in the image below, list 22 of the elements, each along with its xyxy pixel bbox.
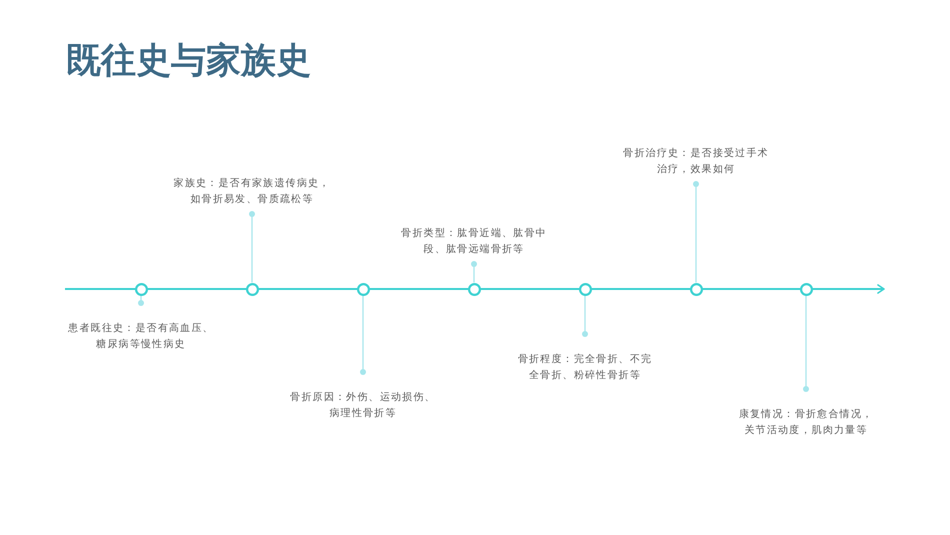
circle-marker	[134, 282, 148, 296]
title: 既往史与家族史	[66, 44, 311, 79]
timeline-text: 骨折原因：外伤、运动损伤、病理性骨折等	[288, 372, 438, 422]
circle-marker	[246, 282, 258, 296]
leader-line	[249, 211, 255, 282]
circle-marker	[578, 282, 592, 296]
circle-marker	[356, 282, 370, 296]
leader-line	[693, 181, 699, 282]
leader-line	[138, 296, 144, 306]
circle-marker	[800, 282, 812, 296]
timeline-text: 康复情况：骨折愈合情况，关节活动度，肌肉力量等	[736, 389, 876, 439]
timeline-text: 家族史：是否有家族遗传病史，如骨折易发、骨质疏松等	[172, 176, 332, 214]
circle-marker	[690, 282, 702, 296]
timeline-text: 骨折类型：肱骨近端、肱骨中段、肱骨远端骨折等	[399, 226, 549, 264]
leader-line	[360, 296, 366, 375]
circle-marker	[468, 282, 480, 296]
timeline-text: 骨折程度：完全骨折、不完全骨折、粉碎性骨折等	[516, 334, 654, 384]
leader-line	[803, 296, 809, 392]
timeline-text: 骨折治疗史：是否接受过手术治疗，效果如何	[621, 146, 771, 184]
timeline-text: 患者既往史：是否有高血压、糖尿病等慢性病史	[66, 303, 216, 353]
leader-line	[582, 296, 588, 337]
leader-line	[471, 261, 477, 282]
